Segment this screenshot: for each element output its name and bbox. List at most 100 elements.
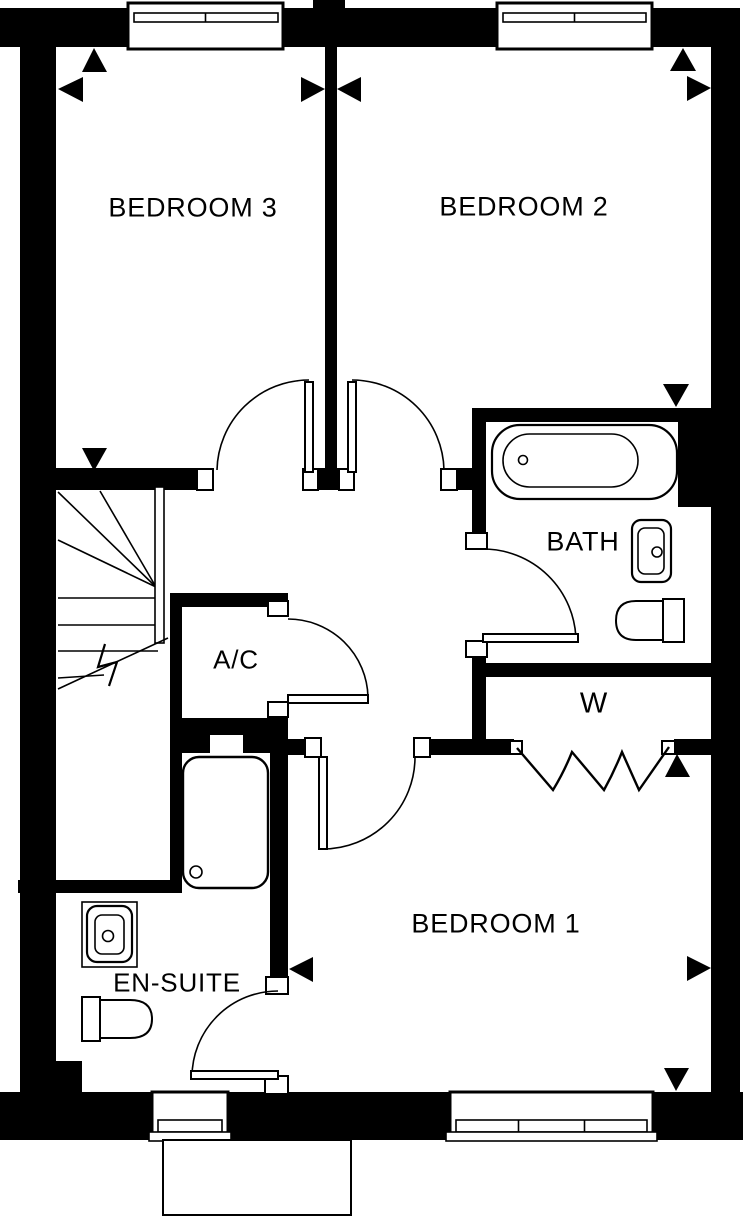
window-bedroom2 [495,1,654,51]
door-leaf [287,694,369,704]
door-leaf [482,633,579,643]
jamb [267,600,289,617]
sink-tap [101,929,115,943]
toilet-bowl [614,600,664,641]
ensuite-toilet-icon [81,996,154,1042]
arrow-up-icon [665,754,690,777]
sink-basin [637,527,665,575]
bath-sink-icon [630,518,673,584]
arrow-right-icon [687,956,711,981]
wall-bath-left [472,408,486,549]
wall-right [711,8,740,1140]
sink-basin [94,914,125,955]
door-leaf [347,381,357,473]
wall-central-bedrooms [325,47,337,470]
door-leaf [318,756,328,850]
door-bedroom2 [347,379,445,473]
door-airing-cupboard [287,618,369,704]
window-frame [126,1,285,51]
room-label-airing-cupboard: A/C [213,644,259,675]
doors [190,379,670,1080]
arrow-left-icon [58,77,83,102]
wall-ac-top [170,593,288,607]
arrow-down-icon [82,448,107,471]
door-jambs [196,468,676,1095]
window-ensuite [148,1090,232,1142]
wall-bath-bottom [472,663,711,677]
door-bath [482,548,579,643]
wall-bath-top [475,408,712,422]
door-swing-arc [351,379,445,471]
shower-icon [181,755,270,890]
room-label-bath: BATH [546,526,620,557]
arrow-up-icon [670,48,696,71]
stair-winder [57,539,157,588]
jamb [465,640,488,658]
arrow-up-icon [82,48,107,72]
toilet-bowl [99,999,154,1039]
wall-stairs-bottom [18,880,182,893]
sink-tap [651,546,663,558]
door-swing-arc [287,618,369,698]
wall-bed1-top-c [674,739,711,755]
jamb [465,532,488,550]
wall-party-stub-top [313,0,345,10]
shower-drain [189,865,203,879]
door-bedroom1 [318,756,416,850]
stair-winder [99,490,157,588]
arrow-right-icon [687,76,711,101]
door-swing-arc [322,756,416,850]
arrow-left-icon [337,77,361,102]
wall-ac-flue-notch [210,735,243,753]
wall-left [20,8,56,1092]
door-leaf [190,1070,279,1080]
bifold-wardrobe-doors [516,746,670,793]
bathtub-rim [490,423,679,501]
arrow-down-icon [663,384,689,407]
door-ensuite [190,990,279,1080]
jamb [440,468,458,491]
wall-wardrobe-left [472,655,486,753]
window-frame [495,1,654,51]
window-glazing [455,1119,648,1133]
wall-corner-bottom-left [20,1061,82,1111]
wall-ensuite-right-a [270,718,288,980]
dimension-arrows [58,48,711,1091]
jamb [267,701,289,718]
wall-bed1-top-b [430,739,514,755]
window-sill [445,1131,658,1142]
arrow-left-icon [289,957,313,982]
stair-handrail [154,486,165,644]
bath-toilet-icon [614,598,685,643]
toilet-cistern [81,996,101,1042]
door-bedroom3 [216,379,314,473]
window-bedroom3 [126,1,285,51]
bathtub-drain [517,454,529,466]
jamb [265,976,289,995]
room-label-bedroom3: BEDROOM 3 [108,192,278,223]
bathtub-basin [502,433,639,488]
jamb [304,737,322,758]
wall-landing-center-stub [318,468,339,490]
room-label-ensuite: EN-SUITE [113,967,241,998]
stair-tread [57,674,105,679]
room-label-bedroom1: BEDROOM 1 [411,908,581,939]
stair-winder [57,491,157,588]
sink-outer [85,904,134,964]
porch-outline [162,1139,352,1216]
wall-landing-left [20,468,197,490]
bathtub-icon [490,423,679,501]
arrow-down-icon [664,1068,689,1091]
stair-break-mark [96,643,119,687]
stairs [57,486,169,690]
fixtures [81,423,685,1042]
wall-bath-right-block [678,408,712,507]
room-label-wardrobe: W [579,687,609,720]
wall-bed1-top-a [288,739,307,755]
toilet-cistern [662,598,685,643]
door-swing-arc [482,548,577,641]
windows [126,1,658,1142]
jamb [338,468,355,491]
